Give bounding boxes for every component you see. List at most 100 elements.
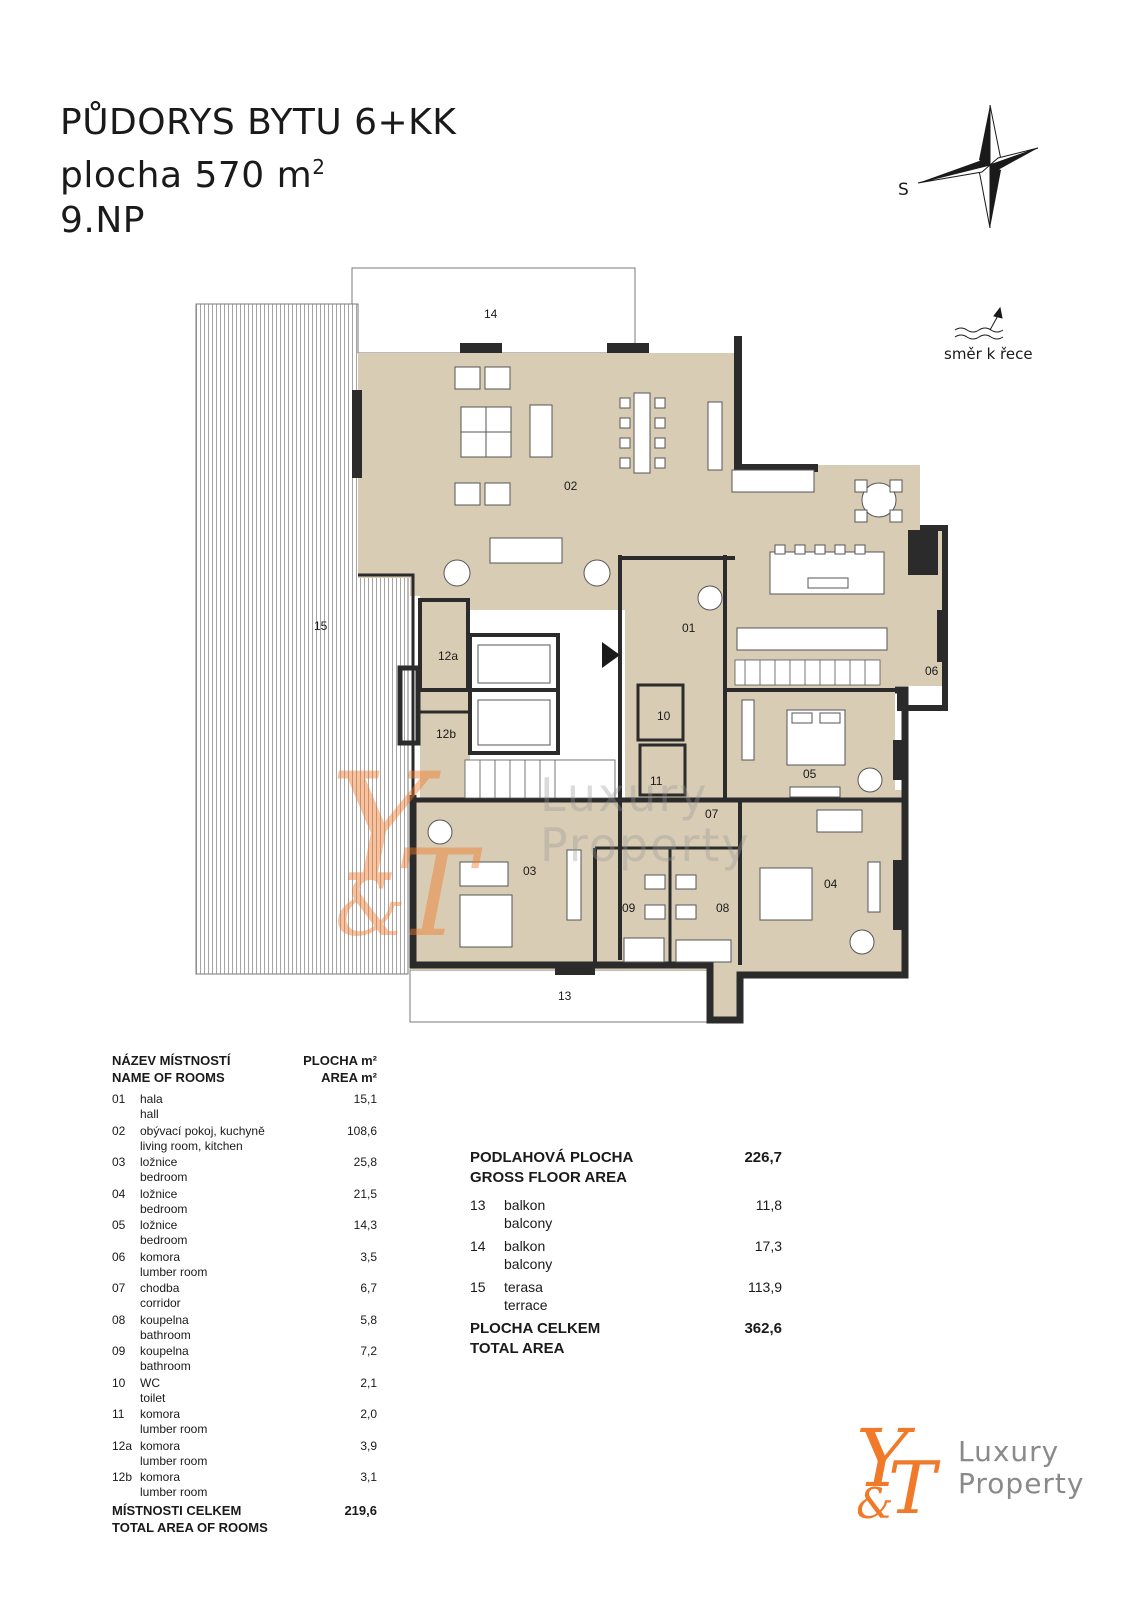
svg-text:T: T [888, 1446, 941, 1530]
desk-icon [459, 861, 509, 887]
elevator-icon [477, 699, 551, 746]
label-15: 15 [314, 619, 328, 633]
label-10: 10 [657, 709, 671, 723]
bed-icon [759, 867, 813, 921]
outdoor-area: 11,8 [755, 1197, 782, 1213]
gross-area-table: PODLAHOVÁ PLOCHA GROSS FLOOR AREA 226,7 … [470, 1148, 782, 1367]
room-name-en: bedroom [140, 1233, 188, 1247]
label-03: 03 [523, 864, 537, 878]
river-direction-icon [954, 306, 1004, 340]
compass-icon [917, 104, 1039, 229]
gross-floor-row: PODLAHOVÁ PLOCHA GROSS FLOOR AREA 226,7 [470, 1148, 782, 1196]
shower-icon [623, 937, 665, 963]
room-name-en: bathroom [140, 1359, 191, 1373]
watermark-text-line-2: Property [540, 818, 751, 872]
room-name-cz: koupelna [140, 1344, 189, 1358]
room-name-cz: ložnice [140, 1218, 178, 1232]
label-05: 05 [803, 767, 817, 781]
rooms-header-name-en: NAME OF ROOMS [112, 1070, 225, 1085]
room-name-en: lumber room [140, 1453, 208, 1468]
room-name-en: hall [140, 1107, 159, 1121]
furniture [427, 366, 903, 963]
outdoor-name-cz: balkon [504, 1197, 546, 1213]
room-number: 01 [112, 1092, 126, 1106]
armchair-icon [484, 366, 511, 390]
logo-text: Luxury Property [958, 1436, 1084, 1500]
room-name-cz: komora [140, 1438, 181, 1453]
room-area: 5,8 [360, 1312, 377, 1327]
room-name-cz: komora [140, 1249, 181, 1264]
outdoor-area: 113,9 [748, 1279, 782, 1295]
room-name-cz: chodba [140, 1281, 180, 1295]
sink-icon [675, 904, 697, 920]
svg-text:Y: Y [858, 1418, 916, 1505]
room-area: 25,8 [353, 1155, 377, 1169]
room-area: 7,2 [360, 1344, 377, 1358]
sink-icon [644, 904, 666, 920]
gross-floor-area: 226,7 [744, 1149, 782, 1166]
rooms-table-header: NÁZEV MÍSTNOSTÍ NAME OF ROOMS PLOCHA m² … [112, 1052, 377, 1092]
label-09: 09 [622, 901, 636, 915]
room-name-en: living room, kitchen [140, 1138, 243, 1153]
entrance-arrow-icon [602, 642, 620, 668]
kitchen-counter-icon [736, 627, 888, 651]
room-number: 09 [112, 1344, 126, 1358]
room-name-cz: WC [140, 1375, 160, 1390]
sink-icon [644, 874, 666, 890]
room-name-en: toilet [140, 1390, 166, 1405]
label-11: 11 [650, 774, 663, 788]
label-01: 01 [682, 621, 696, 635]
wardrobe-icon [741, 699, 755, 761]
room-name-cz: hala [140, 1092, 163, 1106]
room-number: 02 [112, 1123, 126, 1138]
room-number: 04 [112, 1186, 126, 1201]
room-area: 3,5 [360, 1249, 377, 1264]
room-name-en: bedroom [140, 1201, 188, 1216]
room-number: 11 [112, 1407, 125, 1421]
hob-icon [807, 577, 849, 589]
room-name-en: bathroom [140, 1327, 191, 1342]
label-07: 07 [705, 807, 719, 821]
counter-icon [731, 469, 815, 493]
room-area: 2,0 [360, 1407, 377, 1421]
sofa-icon [529, 404, 553, 458]
svg-text:&: & [335, 861, 406, 954]
armchair-icon [427, 819, 453, 845]
room-number: 12b [112, 1470, 133, 1484]
outdoor-number: 14 [470, 1238, 486, 1254]
river-direction-label: směr k řece [944, 345, 1033, 363]
outdoor-name-cz: terasa [504, 1279, 543, 1295]
room-number: 08 [112, 1312, 126, 1327]
elevator-icon [477, 644, 551, 684]
room-name-cz: koupelna [140, 1312, 189, 1327]
room-name-cz: obývací pokoj, kuchyně [140, 1123, 265, 1138]
room-number: 05 [112, 1218, 126, 1232]
gross-total-label-cz: PLOCHA CELKEM [470, 1320, 601, 1337]
wardrobe-icon [566, 849, 582, 921]
company-logo: Y T & [858, 1418, 941, 1530]
room-number: 12a [112, 1438, 133, 1453]
svg-text:T: T [395, 825, 483, 964]
rooms-total-label-en: TOTAL AREA OF ROOMS [112, 1519, 268, 1535]
gross-floor-label-cz: PODLAHOVÁ PLOCHA [470, 1149, 634, 1166]
desk-icon [789, 786, 841, 798]
title-area: plocha 570 m [60, 155, 313, 196]
room-area: 15,1 [353, 1092, 377, 1106]
dining-table-icon [633, 392, 651, 474]
